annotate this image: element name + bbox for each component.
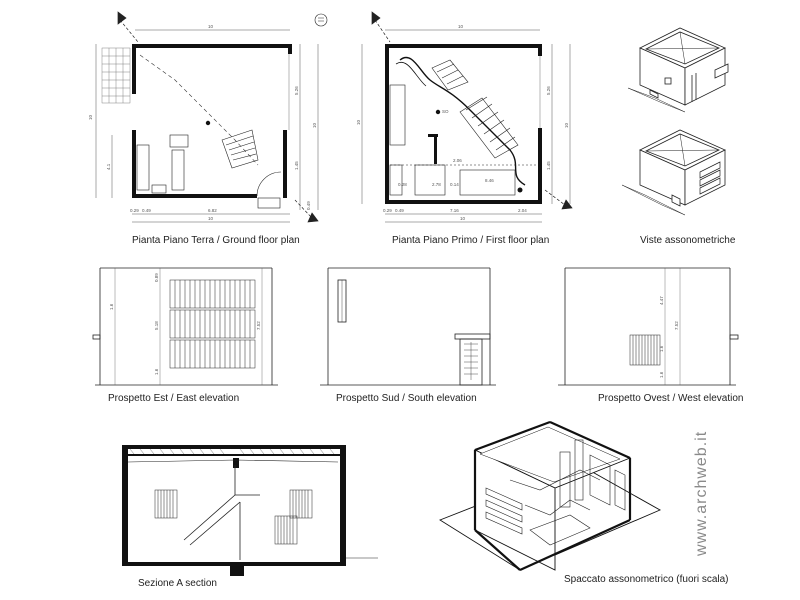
svg-text:6.82: 6.82 (208, 208, 217, 213)
svg-text:10: 10 (208, 216, 214, 221)
exploded-axonometric: Spaccato assonometrico (fuori scala) (430, 410, 729, 600)
east-elevation: 0.89 5.18 1.6 1.6 7.52 Prospetto Est / E… (0, 260, 300, 410)
west-elevation: 4.47 1.6 1.6 7.52 Prospetto Ovest / West… (540, 260, 800, 410)
svg-text:1.45: 1.45 (546, 161, 551, 170)
svg-text:4.47: 4.47 (659, 296, 664, 305)
svg-text:4.1: 4.1 (106, 163, 111, 170)
cutaway-interior (485, 439, 626, 546)
first-floor-caption: Pianta Piano Primo / First floor plan (392, 235, 550, 246)
ground-floor-plan: 10 (0, 0, 330, 250)
svg-text:1.6: 1.6 (659, 371, 664, 378)
svg-text:10: 10 (312, 122, 317, 128)
svg-text:5.18: 5.18 (154, 321, 159, 330)
svg-text:10: 10 (458, 24, 464, 29)
north-symbol (314, 13, 328, 27)
svg-text:1.6: 1.6 (109, 303, 114, 310)
svg-text:7.52: 7.52 (674, 321, 679, 330)
south-elevation: Prospetto Sud / South elevation (300, 260, 540, 410)
first-stair (431, 59, 519, 159)
east-elevation-caption: Prospetto Est / East elevation (108, 393, 240, 404)
svg-text:SO: SO (442, 109, 449, 114)
roof-hatch (129, 448, 335, 455)
cutaway-volume (439, 420, 662, 572)
axo-view-1 (627, 27, 729, 113)
plan-walls (385, 44, 542, 204)
section-a-drawing (122, 445, 378, 576)
section-stair (183, 465, 260, 560)
svg-text:0.89: 0.89 (154, 273, 159, 282)
axonometric-drawing (621, 27, 729, 216)
svg-text:5.26: 5.26 (546, 86, 551, 95)
section-marker-a-bottom (294, 199, 319, 223)
south-elevation-drawing (320, 267, 496, 386)
svg-text:7.52: 7.52 (256, 321, 261, 330)
section-marker-a (371, 11, 391, 43)
svg-text:10: 10 (460, 216, 466, 221)
svg-text:0.14: 0.14 (450, 182, 459, 187)
furniture (136, 134, 189, 194)
first-floor-plan: 10 SO (330, 0, 600, 250)
svg-text:5.26: 5.26 (294, 86, 299, 95)
svg-text:2.06: 2.06 (453, 158, 462, 163)
section-walls (122, 445, 346, 576)
louver-panels (169, 279, 256, 369)
svg-text:10: 10 (88, 114, 93, 120)
exploded-axonometric-caption: Spaccato assonometrico (fuori scala) (564, 574, 729, 585)
ground-floor-drawing: 10 (88, 11, 328, 223)
svg-text:8.46: 8.46 (485, 178, 494, 183)
east-elevation-drawing: 0.89 5.18 1.6 1.6 7.52 (92, 267, 278, 386)
svg-text:0.29: 0.29 (130, 208, 139, 213)
furniture (389, 84, 538, 196)
svg-text:10: 10 (208, 24, 214, 29)
ground-floor-caption: Pianta Piano Terra / Ground floor plan (132, 235, 300, 246)
svg-text:0.49: 0.49 (142, 208, 151, 213)
west-elevation-caption: Prospetto Ovest / West elevation (598, 393, 744, 404)
axonometric-caption: Viste assonometriche (640, 235, 736, 246)
svg-text:0.28: 0.28 (398, 182, 407, 187)
section-a: Sezione A section (100, 430, 400, 600)
south-elevation-caption: Prospetto Sud / South elevation (336, 393, 477, 404)
svg-text:10: 10 (564, 122, 569, 128)
ground-stair (221, 129, 259, 169)
svg-text:2.78: 2.78 (432, 182, 441, 187)
exploded-axonometric-drawing (439, 420, 662, 572)
svg-text:2.04: 2.04 (518, 208, 527, 213)
svg-text:1.6: 1.6 (659, 345, 664, 352)
first-floor-drawing: 10 SO (356, 11, 573, 223)
svg-text:1.6: 1.6 (154, 368, 159, 375)
svg-text:7.16: 7.16 (450, 208, 459, 213)
terrace-hatch (101, 47, 131, 104)
svg-text:0.49: 0.49 (395, 208, 404, 213)
watermark: www.archweb.it (693, 430, 710, 556)
axonometric-views: Viste assonometriche (600, 0, 800, 250)
louver-panel (629, 334, 661, 366)
axo-view-2 (621, 129, 726, 216)
svg-text:1.45: 1.45 (294, 161, 299, 170)
plan-walls (132, 44, 292, 198)
section-marker-a-bottom (544, 189, 573, 210)
svg-text:0.49: 0.49 (306, 201, 311, 210)
svg-text:0.29: 0.29 (383, 208, 392, 213)
louver-panels (154, 489, 313, 545)
section-caption: Sezione A section (138, 578, 217, 589)
section-marker-a (117, 11, 139, 43)
svg-text:10: 10 (356, 119, 361, 125)
west-elevation-drawing: 4.47 1.6 1.6 7.52 (558, 267, 739, 386)
